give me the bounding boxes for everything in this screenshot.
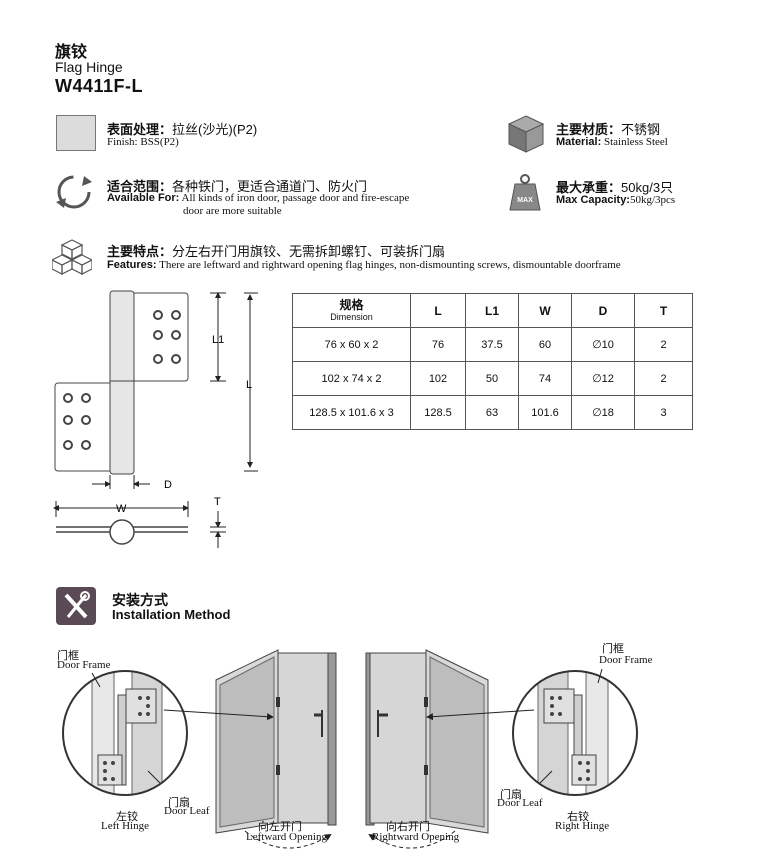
features-en: Features: There are leftward and rightwa… xyxy=(107,259,621,271)
cell-w: 60 xyxy=(518,327,572,362)
installation-diagram xyxy=(62,649,638,849)
dim-d-label: D xyxy=(164,479,172,491)
right-hinge-label-en: Right Hinge xyxy=(555,820,610,832)
cell-d: ∅10 xyxy=(571,327,635,362)
cell-dimension: 128.5 x 101.6 x 3 xyxy=(292,395,411,430)
door-frame-label-en-right: Door Frame xyxy=(599,654,653,666)
door-leaf-label-en-left: Door Leaf xyxy=(164,805,210,817)
cell-l: 102 xyxy=(410,361,466,396)
cell-w: 74 xyxy=(518,361,572,396)
table-row: 128.5 x 101.6 x 3 128.5 63 101.6 ∅18 3 xyxy=(292,395,693,430)
cell-d: ∅18 xyxy=(571,395,635,430)
rotate-icon xyxy=(56,175,92,209)
left-hinge-label-en: Left Hinge xyxy=(101,820,149,832)
dim-w-label: W xyxy=(116,503,127,515)
hinge-drawing: L1 L D W T xyxy=(53,290,258,548)
max-icon-text: MAX xyxy=(517,197,533,204)
col-header-t: T xyxy=(634,293,693,328)
capacity-en: Max Capacity:50kg/3pcs xyxy=(556,194,676,206)
cell-l: 76 xyxy=(410,327,466,362)
rightward-opening-cn: 向右开门 xyxy=(386,821,430,833)
door-leaf-label-en-right: Door Leaf xyxy=(497,797,543,809)
rightward-opening-en: Rightward Opening xyxy=(372,831,460,843)
title-en: Flag Hinge xyxy=(55,59,123,75)
finish-swatch-icon xyxy=(56,115,96,151)
left-door-illustration xyxy=(215,649,337,834)
dim-t-label: T xyxy=(214,496,221,508)
dim-l-label: L xyxy=(246,379,252,391)
model-number: W4411F-L xyxy=(55,76,144,96)
features-cn: 主要特点：分左右开门用旗铰、无需拆卸螺钉、可装拆门扇 xyxy=(107,244,446,259)
col-header-l: L xyxy=(410,293,466,328)
finish-cn: 表面处理：拉丝(沙光)(P2) xyxy=(107,122,258,137)
usage-cn: 适合范围：各种铁门，更适合通道门、防火门 xyxy=(107,179,368,194)
boxes-icon xyxy=(52,239,92,275)
cell-t: 2 xyxy=(634,327,693,362)
cell-dimension: 102 x 74 x 2 xyxy=(292,361,411,396)
leftward-opening-cn: 向左开门 xyxy=(258,821,302,833)
material-cn: 主要材质：不锈钢 xyxy=(556,122,661,137)
weight-icon: MAX xyxy=(509,174,541,211)
col-header-w: W xyxy=(518,293,572,328)
right-hinge-detail xyxy=(513,671,637,795)
right-hinge-label-cn: 右铰 xyxy=(567,811,589,823)
cell-dimension: 76 x 60 x 2 xyxy=(292,327,411,362)
title-cn: 旗铰 xyxy=(55,44,88,61)
cell-w: 101.6 xyxy=(518,395,572,430)
right-door-illustration xyxy=(365,649,489,834)
material-en: Material: Stainless Steel xyxy=(556,136,668,148)
door-leaf-label-cn-right: 门扇 xyxy=(500,789,522,801)
door-leaf-label-cn-left: 门扇 xyxy=(168,797,190,809)
door-frame-label-cn-left: 门框 xyxy=(57,650,79,662)
leftward-opening-en: Leftward Opening xyxy=(246,831,327,843)
cell-d: ∅12 xyxy=(571,361,635,396)
installation-title-en: Installation Method xyxy=(112,607,231,622)
table-row: 102 x 74 x 2 102 50 74 ∅12 2 xyxy=(292,361,693,396)
cell-l1: 50 xyxy=(465,361,519,396)
cell-t: 2 xyxy=(634,361,693,396)
left-hinge-label-cn: 左铰 xyxy=(116,811,138,823)
table-row: 76 x 60 x 2 76 37.5 60 ∅10 2 xyxy=(292,327,693,362)
col-header-d: D xyxy=(571,293,635,328)
left-hinge-detail xyxy=(63,671,187,795)
finish-en: Finish: BSS(P2) xyxy=(107,136,179,148)
dim-l1-label: L1 xyxy=(212,334,224,346)
cell-l1: 63 xyxy=(465,395,519,430)
cell-l1: 37.5 xyxy=(465,327,519,362)
door-frame-label-cn-right: 门框 xyxy=(602,643,624,655)
cube-icon xyxy=(507,115,545,153)
usage-en-line2: door are more suitable xyxy=(183,205,282,217)
cell-l: 128.5 xyxy=(410,395,466,430)
door-frame-label-en-left: Door Frame xyxy=(57,659,111,671)
col-header-l1: L1 xyxy=(465,293,519,328)
tools-icon xyxy=(56,587,96,625)
cell-t: 3 xyxy=(634,395,693,430)
usage-en: Available For: All kinds of iron door, p… xyxy=(107,192,410,204)
installation-title-cn: 安装方式 xyxy=(112,592,168,608)
capacity-cn: 最大承重：50kg/3只 xyxy=(556,180,674,195)
